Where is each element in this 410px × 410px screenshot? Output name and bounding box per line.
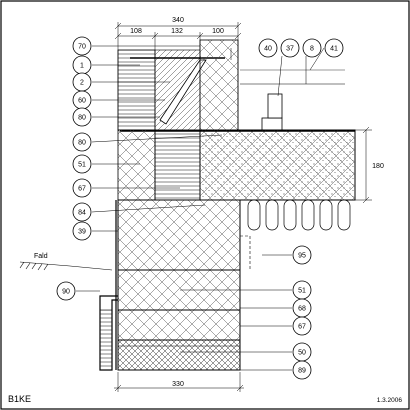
svg-text:51: 51 [298,288,306,295]
svg-text:68: 68 [298,306,306,313]
svg-text:51: 51 [78,162,86,169]
svg-text:80: 80 [78,140,86,147]
foundation-wall-lower [117,309,241,341]
callout-left-2: 1 [72,55,92,75]
ground-label: Fald [34,253,48,260]
svg-text:37: 37 [286,46,294,53]
svg-text:39: 39 [78,229,86,236]
drawing-code-label: B1KE [8,394,31,404]
callout-left-1: 70 [72,36,92,56]
svg-text:8: 8 [310,46,314,53]
dimension-top-2: 132 [171,28,183,35]
window-frame [267,93,283,119]
edge-beam-outer [117,129,156,201]
callout-right-3: 68 [292,298,312,318]
foundation-wall-upper [117,199,241,271]
svg-text:84: 84 [78,210,86,217]
hollow-core-ribs [247,199,351,231]
svg-text:89: 89 [298,368,306,375]
svg-text:40: 40 [264,46,272,53]
soil-boundary-dashed [240,235,251,270]
leader-lines [76,45,325,371]
svg-text:1: 1 [80,63,84,70]
callout-right-6: 89 [292,360,312,380]
drawing-date-label: 1.3.2006 [377,397,403,404]
svg-text:95: 95 [298,253,306,260]
dimension-bottom-total: 330 [172,381,184,388]
svg-text:50: 50 [298,350,306,357]
callout-left-8: 67 [72,178,92,198]
callout-left-7: 51 [72,154,92,174]
svg-text:2: 2 [80,80,84,87]
callout-left-3: 2 [72,72,92,92]
callout-right-2: 51 [292,280,312,300]
dimension-top-1: 108 [130,28,142,35]
plinth-board [99,309,113,371]
callout-left-5: 80 [72,107,92,127]
callout-right-1: 95 [292,245,312,265]
callout-left-6: 80 [72,132,92,152]
bottom-dimension [114,372,244,392]
callout-top-right-2: 37 [280,38,300,58]
callout-left-4: 60 [72,90,92,110]
svg-text:90: 90 [62,289,70,296]
dimension-slab-height: 180 [372,163,384,170]
slab-height-dimension [342,126,372,204]
outer-brick-leaf-upper [117,49,156,131]
callout-right-5: 50 [292,342,312,362]
svg-text:41: 41 [330,46,338,53]
dimension-top-3: 100 [212,28,224,35]
dimension-top-total: 340 [172,17,184,24]
callout-right-4: 67 [292,316,312,336]
window-sill-block [261,117,283,131]
callout-left-9: 84 [72,202,92,222]
callout-top-right-3: 8 [302,38,322,58]
edge-beam-insulation [154,129,201,201]
svg-text:67: 67 [298,324,306,331]
foundation-footing [117,339,241,371]
svg-text:60: 60 [78,98,86,105]
svg-text:80: 80 [78,115,86,122]
callout-top-right-1: 40 [258,38,278,58]
floor-slab-hatch [200,130,355,200]
inner-concrete-leaf-upper [199,39,239,131]
callout-top-right-4: 41 [324,38,344,58]
ground-line [19,261,113,271]
callout-left-10: 39 [72,221,92,241]
svg-text:70: 70 [78,44,86,51]
callout-left-11: 90 [56,281,76,301]
svg-text:67: 67 [78,186,86,193]
